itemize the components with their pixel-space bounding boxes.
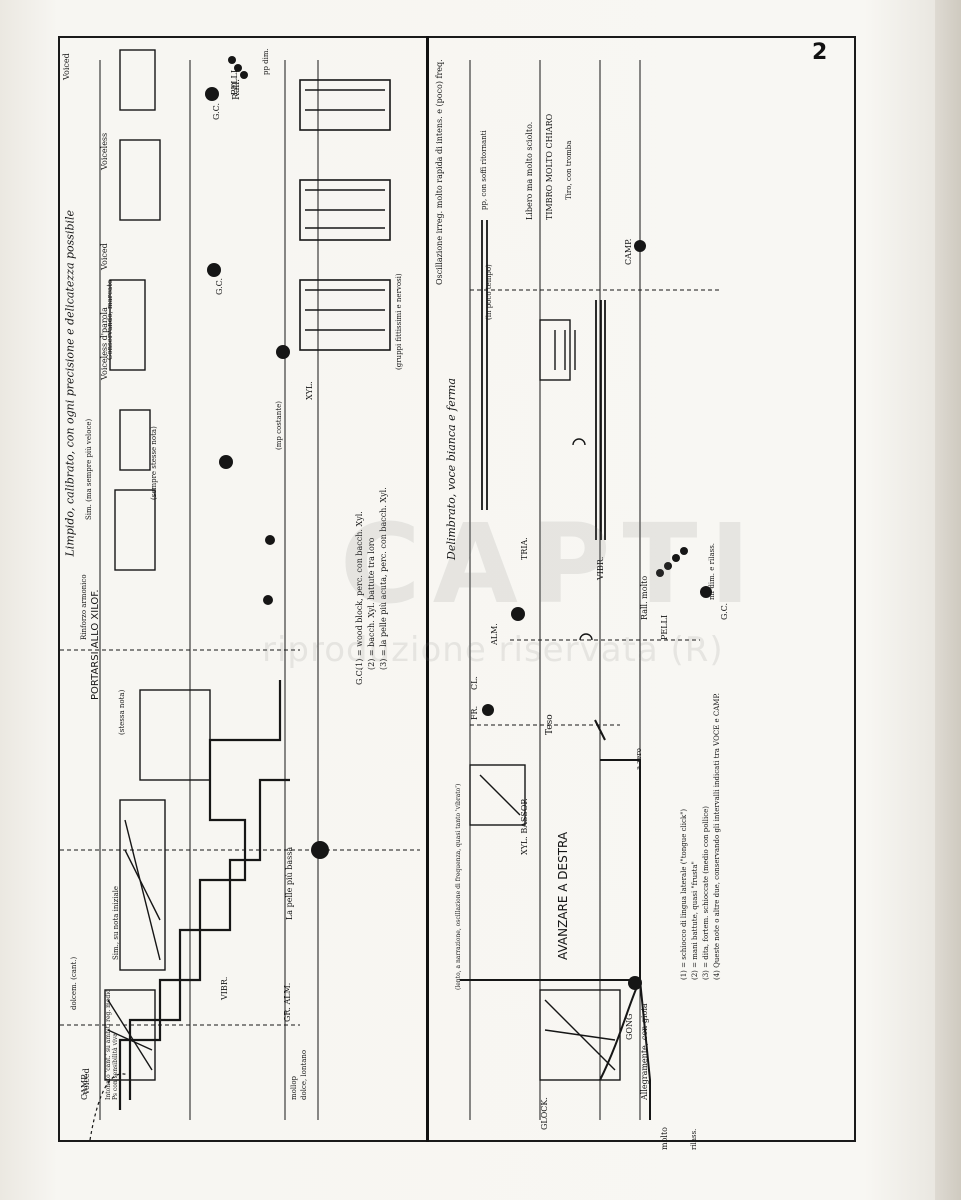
direction-allegramente: Allegramente, con gioia xyxy=(640,1003,649,1100)
instrument-vibr-right: VIBR. xyxy=(596,556,605,580)
system-divider xyxy=(426,36,429,1142)
instrument-glock: GLOCK. xyxy=(540,1097,549,1130)
instrument-gc-right: G.C. xyxy=(720,602,729,620)
direction-dolcem: dolcem. (cant.) xyxy=(70,956,78,1010)
instrument-fr: FR. xyxy=(470,705,479,720)
right-glock-group xyxy=(554,330,576,370)
right-section-title: AVANZARE A DESTRA xyxy=(556,831,570,960)
direction-intonato: Intonato 'cant.' su ambiti reg. medio xyxy=(105,989,112,1100)
instrument-tria: TRIA. xyxy=(520,537,529,560)
left-system xyxy=(60,49,420,1141)
direction-molto: molto xyxy=(660,1127,669,1150)
instrument-gc-2: G.C. xyxy=(215,277,224,295)
instrument-gr-alm: GR. ALM. xyxy=(283,982,292,1022)
voice-label-1: Voiced xyxy=(82,1068,91,1095)
instrument-gc-3: G.C. xyxy=(212,102,221,120)
direction-rilass: rilass. xyxy=(690,1128,698,1150)
right-notes xyxy=(482,240,712,990)
left-footnote-2: (2) = bacch. Xyl. battute tra loro xyxy=(367,537,376,670)
left-footnote-1: (1) = wood block, perc. con bacch. Xyl. xyxy=(355,511,364,670)
direction-mp-costante: (mp costante) xyxy=(275,401,283,450)
right-fermatas xyxy=(572,438,593,641)
direction-libero: Libero ma molto sciolto. xyxy=(525,121,534,220)
right-sustain-lines xyxy=(481,220,606,540)
direction-tiro-tromba: Tiro, con tromba xyxy=(565,140,573,200)
book-gutter xyxy=(935,0,961,1200)
right-staff-lines xyxy=(469,60,641,1120)
instrument-camp-right: CAMP. xyxy=(624,238,633,265)
right-footnote-2: (2) = mani battute, quasi "frusta" xyxy=(691,861,699,980)
voice-label-5: Voiced xyxy=(62,53,71,80)
page-number: 2 xyxy=(812,40,828,65)
direction-sim-veloce: Sim. (ma sempre più veloce) xyxy=(85,418,93,520)
left-curve xyxy=(89,1073,129,1141)
right-dashed-lines xyxy=(470,289,720,726)
direction-mf-dim: mf dim. e rilass. xyxy=(708,542,716,600)
left-xylo-groups xyxy=(299,79,391,351)
instrument-cl: CL. xyxy=(470,676,479,690)
left-voice-contour xyxy=(118,680,290,1110)
direction-rinforzo: Rinforzo armonico xyxy=(80,574,88,640)
direction-in-poco-tempo: (in poco tempo) xyxy=(485,264,493,320)
instrument-vibr: VIBR. xyxy=(220,976,229,1000)
right-tempo-marking: Delimbrato, voce bianca e ferma xyxy=(445,378,458,560)
direction-oscillazione: Oscillazione irreg. molto rapida di inte… xyxy=(435,59,444,285)
right-contours xyxy=(460,719,651,1120)
direction-conservando: Conservando, marcato xyxy=(106,279,114,360)
right-footnote-1: (1) = schiocco di lingua laterale ("tong… xyxy=(680,808,688,980)
direction-stessa-nota: (stessa nota) xyxy=(118,689,126,735)
instrument-gong: GONG xyxy=(625,1013,634,1040)
direction-portarsi: PORTARSI ALLO XILOF. xyxy=(90,589,101,700)
score-frame xyxy=(58,36,856,1142)
left-tempo-marking: Limpido, calibrato, con ogni precisione … xyxy=(63,209,77,557)
right-footnote-4: (4) Queste note o altre due, conservando… xyxy=(713,693,721,980)
direction-pp-soffi: pp, con soffi ritornanti xyxy=(480,130,488,210)
right-notation-blocks xyxy=(469,319,621,1081)
left-notes xyxy=(205,56,329,859)
instrument-gc-1: G.C. xyxy=(355,667,364,685)
direction-mollop: mollop xyxy=(290,1075,298,1100)
voice-label-3: Voiceless xyxy=(100,132,109,170)
direction-sim-nota: Sim., su nota iniziale xyxy=(112,885,120,960)
left-footnote-3: (3) = la pelle più acuta, perc. con bacc… xyxy=(379,487,388,670)
left-dashed-lines xyxy=(60,649,420,1026)
right-system xyxy=(460,60,720,1120)
direction-ps-sensibilita: Ps con sensibilità viva xyxy=(112,1033,119,1100)
instrument-alm: ALM. xyxy=(490,623,499,645)
instrument-xyl-bassop: XYL. BASSOP. xyxy=(520,798,529,855)
voice-label-4: Voiced xyxy=(100,243,109,270)
direction-dolce-lontano: dolce, lontano xyxy=(300,1049,308,1100)
right-footnote-3: (3) = dita, fortem. schioccate (medio co… xyxy=(702,806,710,980)
direction-rall-molto: Rall. molto xyxy=(640,575,649,620)
direction-la-pelle: La pelle più bassa xyxy=(285,846,294,920)
direction-teso: Teso xyxy=(545,714,555,735)
left-staff-lines xyxy=(99,60,319,1120)
direction-gruppi: (gruppi fittissimi e nervosi) xyxy=(395,273,403,370)
direction-a-zero: a zero xyxy=(635,748,643,770)
direction-sempre-stesse: (sempre stesse nota) xyxy=(150,426,158,500)
direction-rall: Rall. xyxy=(232,79,242,100)
instrument-pelli-right: PELLI xyxy=(660,614,669,640)
direction-lento: (lento, a narrazione, oscillazione di fr… xyxy=(455,783,462,990)
instrument-xyl: XYL. xyxy=(305,381,314,400)
direction-timbro: TIMBRO MOLTO CHIARO xyxy=(545,113,554,220)
direction-pp-dim: pp dim. xyxy=(262,48,270,75)
left-notation-blocks xyxy=(104,49,211,1081)
